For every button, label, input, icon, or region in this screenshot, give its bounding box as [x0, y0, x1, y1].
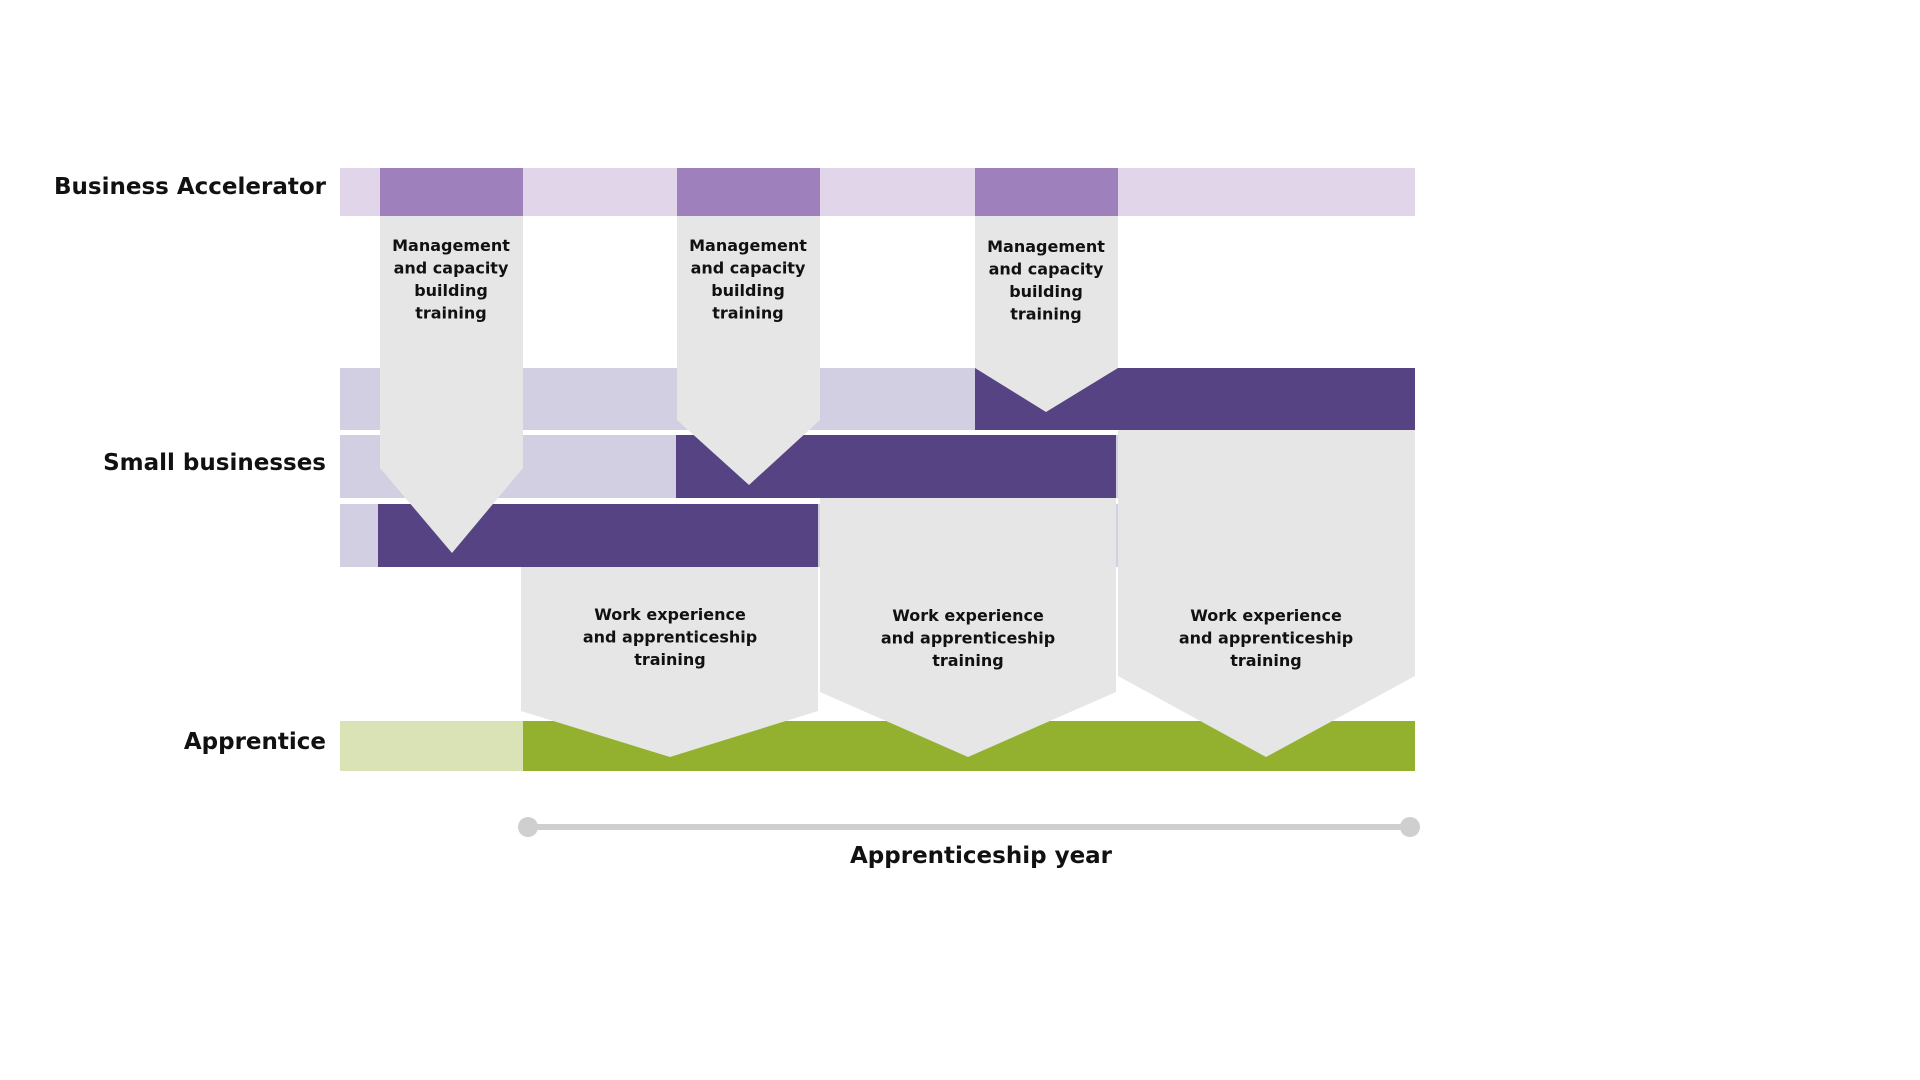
- work-callout-text-3-line-3: training: [1230, 651, 1302, 670]
- work-callout-1: [521, 567, 818, 757]
- management-callout-2: [677, 216, 820, 485]
- management-callout-text-3-line-1: Management: [987, 237, 1105, 256]
- work-callouts: [521, 430, 1415, 757]
- work-callout-text-2-line-3: training: [932, 651, 1004, 670]
- axis-start-dot: [518, 817, 538, 837]
- management-callout-text-1-line-4: training: [415, 304, 487, 323]
- work-callout-text-3-line-2: and apprenticeship: [1179, 629, 1353, 648]
- accelerator-segment-3: [975, 168, 1118, 216]
- management-callouts: [380, 216, 1118, 553]
- work-callout-3: [1118, 430, 1415, 757]
- management-callout-text-1-line-1: Management: [392, 236, 510, 255]
- work-callout-text-2-line-1: Work experience: [892, 606, 1044, 625]
- work-callout-text-1-line-3: training: [634, 650, 706, 669]
- accelerator-segment-1: [380, 168, 523, 216]
- row-label-business-accelerator: Business Accelerator: [54, 174, 326, 200]
- axis-end-dot: [1400, 817, 1420, 837]
- management-callout-text-3-line-2: and capacity: [989, 260, 1104, 279]
- work-callout-text-1-line-2: and apprenticeship: [583, 628, 757, 647]
- management-callout-text-3-line-4: training: [1010, 305, 1082, 324]
- work-callout-2: [820, 498, 1116, 757]
- business-accelerator-band: [340, 168, 1415, 216]
- work-callout-texts: Work experience and apprenticeship trainin…: [583, 605, 1353, 670]
- management-callout-text-2-line-2: and capacity: [691, 259, 806, 278]
- management-callout-text-3-line-3: building: [1009, 282, 1083, 301]
- work-callout-text-1-line-1: Work experience: [594, 605, 746, 624]
- management-callout-1: [380, 216, 523, 553]
- management-callout-texts: Management and capacity building training Ma…: [392, 236, 1105, 324]
- management-callout-text-1-line-3: building: [414, 281, 488, 300]
- management-callout-text-2-line-3: building: [711, 281, 785, 300]
- row-label-apprentice: Apprentice: [183, 729, 326, 755]
- axis-label: Apprenticeship year: [850, 843, 1113, 869]
- work-callout-text-2-line-2: and apprenticeship: [881, 629, 1055, 648]
- management-callout-text-2-line-4: training: [712, 304, 784, 323]
- work-callout-text-3-line-1: Work experience: [1190, 606, 1342, 625]
- apprenticeship-year-axis: [518, 817, 1420, 837]
- management-callout-text-1-line-2: and capacity: [394, 259, 509, 278]
- management-callout-text-2-line-1: Management: [689, 236, 807, 255]
- row-label-small-businesses: Small businesses: [103, 450, 326, 476]
- accelerator-segment-2: [677, 168, 820, 216]
- management-callout-3: [975, 216, 1118, 412]
